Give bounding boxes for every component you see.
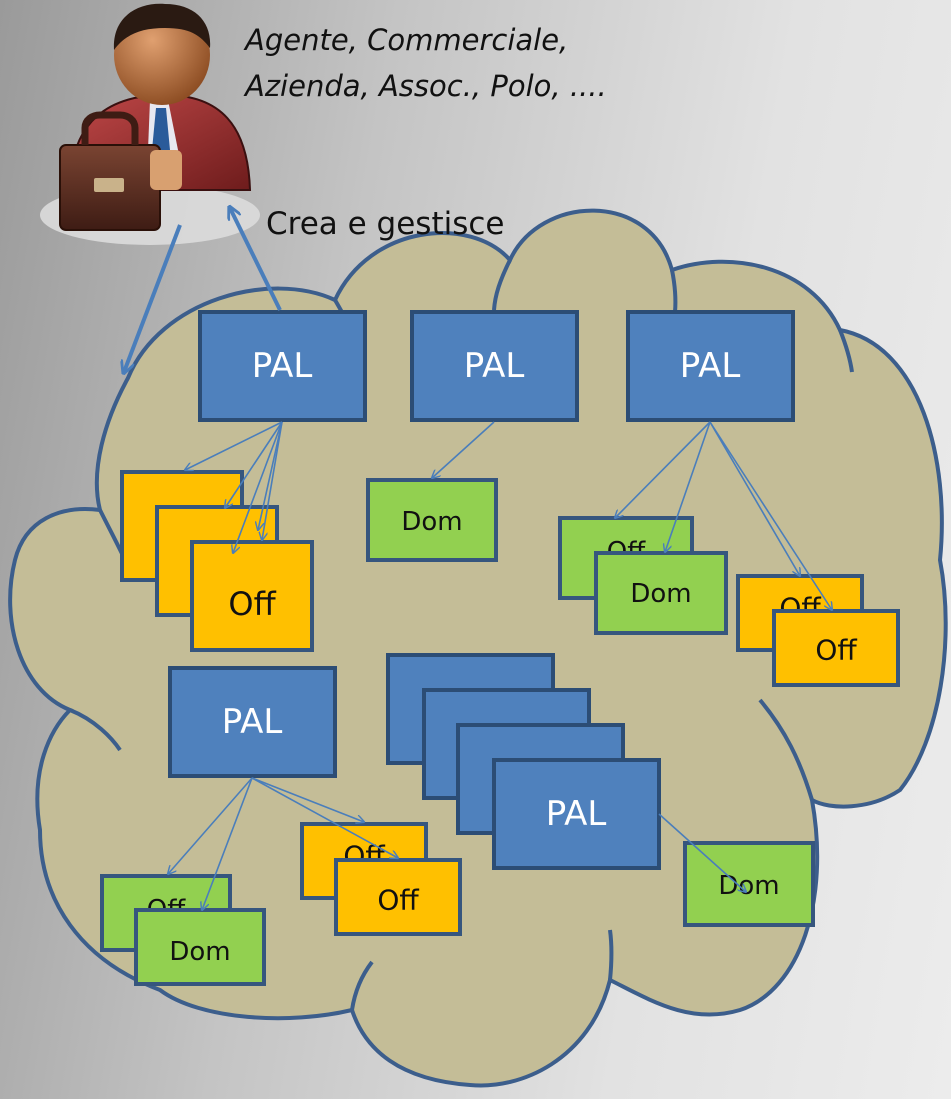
arrow — [202, 777, 253, 910]
arrow — [258, 421, 283, 530]
cloud-contour — [69, 708, 122, 752]
arrow — [709, 421, 800, 576]
actor-arrows — [124, 208, 282, 372]
action-label: Crea e gestisce — [266, 206, 505, 242]
off-off-pair-right: Off Off — [736, 574, 900, 687]
arrow — [432, 421, 495, 478]
pal-label: PAL — [680, 346, 741, 386]
cloud-contour — [492, 259, 512, 311]
dom-label: Dom — [630, 579, 691, 609]
arrow — [615, 421, 711, 518]
pal-box-2: PAL — [410, 310, 579, 422]
off-dom-pair-right: Off Dom — [558, 516, 728, 635]
arrow — [251, 777, 398, 858]
arrow — [665, 421, 711, 552]
arrow — [262, 421, 283, 540]
arrow — [185, 421, 283, 470]
pal-label: PAL — [252, 346, 313, 386]
businessman-icon — [40, 3, 260, 245]
actor-roles-line-2: Azienda, Assoc., Polo, .... — [245, 69, 607, 103]
arrow-actor-to-cloud — [124, 224, 182, 372]
arrow — [709, 421, 832, 610]
arrow — [168, 777, 253, 874]
off-label: Off — [815, 634, 857, 667]
actor-roles-line-1: Agente, Commerciale, — [245, 23, 569, 57]
cloud-contour — [350, 960, 374, 1011]
off-label: Off — [228, 585, 276, 623]
pal-stack: PAL — [386, 653, 661, 870]
arrow — [658, 813, 746, 892]
cloud-contour — [758, 698, 814, 801]
cloud-contour — [670, 269, 678, 313]
pal-box-3: PAL — [626, 310, 795, 422]
pal-label: PAL — [464, 346, 525, 386]
pal-box-1: PAL — [198, 310, 367, 422]
off-off-pair-bottom: Off Off — [300, 822, 462, 936]
cloud-contour — [838, 329, 854, 373]
dom-box-center: Dom — [366, 478, 498, 562]
arrow-pal-to-actor — [230, 208, 282, 311]
pal-box-4: PAL — [168, 666, 337, 778]
dom-label: Dom — [169, 937, 230, 967]
off-dom-pair-bottom-left: Off Dom — [100, 874, 266, 986]
off-stack-left: Off — [120, 470, 314, 652]
arrow — [233, 421, 283, 553]
pal-label: PAL — [222, 702, 283, 742]
arrow — [225, 421, 283, 508]
pal-arrows — [168, 421, 832, 910]
actor-roles-caption: Agente, Commerciale, Azienda, Assoc., Po… — [245, 20, 607, 106]
cloud-contour — [608, 929, 614, 981]
off-label: Off — [377, 884, 419, 917]
arrow — [251, 777, 364, 822]
dom-label: Dom — [401, 507, 462, 537]
pal-label: PAL — [546, 794, 607, 834]
